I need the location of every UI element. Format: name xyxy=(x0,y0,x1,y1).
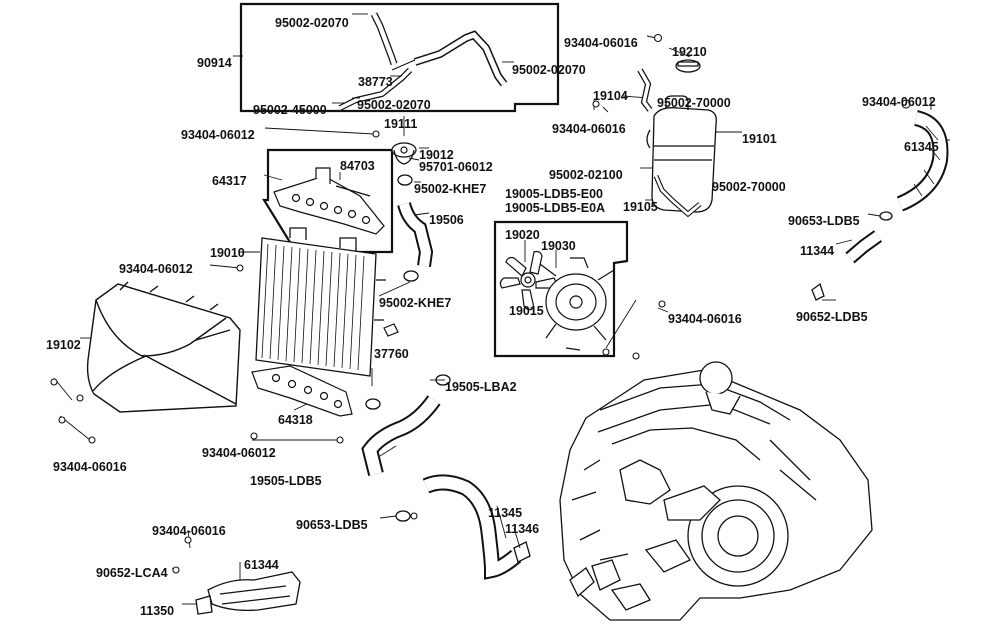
part-number-label[interactable]: 19210 xyxy=(672,45,707,59)
part-number-label[interactable]: 95002-KHE7 xyxy=(414,182,487,196)
engine-hose-11345 xyxy=(422,474,522,580)
part-number-label[interactable]: 19102 xyxy=(46,338,81,352)
part-number-label[interactable]: 38773 xyxy=(358,75,393,89)
part-number-label[interactable]: 95002-70000 xyxy=(657,96,731,110)
part-number-label[interactable]: 19104 xyxy=(593,89,628,103)
fan-motor-frame xyxy=(539,257,615,351)
coolant-reservoir xyxy=(646,95,717,213)
clamp-95002-khe7-upper xyxy=(397,174,413,186)
fan-group-frame xyxy=(493,220,629,358)
part-number-label[interactable]: 61345 xyxy=(904,140,939,154)
part-number-label[interactable]: 93404-06016 xyxy=(552,122,626,136)
air-duct-61345 xyxy=(896,110,949,212)
part-number-label[interactable]: 90653-LDB5 xyxy=(296,518,368,532)
part-number-label[interactable]: 19505-LDB5 xyxy=(250,474,322,488)
radiator xyxy=(255,227,386,377)
part-number-label[interactable]: 90652-LCA4 xyxy=(96,566,168,580)
part-number-label[interactable]: 95002-02100 xyxy=(549,168,623,182)
radiator-hose-19506 xyxy=(397,202,434,267)
part-number-label[interactable]: 19506 xyxy=(429,213,464,227)
hose-kit xyxy=(338,12,508,111)
bracket-11350 xyxy=(195,595,213,615)
part-number-label[interactable]: 19101 xyxy=(742,132,777,146)
air-duct-11344 xyxy=(845,230,883,264)
part-number-label[interactable]: 11350 xyxy=(140,604,175,618)
part-number-label[interactable]: 93404-06016 xyxy=(53,460,127,474)
part-number-label[interactable]: 19015 xyxy=(509,304,544,318)
reservoir-cap xyxy=(675,59,701,73)
air-duct-61344 xyxy=(207,571,301,612)
part-number-label[interactable]: 64318 xyxy=(278,413,313,427)
part-number-label[interactable]: 90653-LDB5 xyxy=(788,214,860,228)
part-number-label[interactable]: 90652-LDB5 xyxy=(796,310,868,324)
part-number-label[interactable]: 95002-45000 xyxy=(253,103,327,117)
part-number-label[interactable]: 61344 xyxy=(244,558,279,572)
clamp-90652-upper xyxy=(811,282,825,301)
part-number-label[interactable]: 19105 xyxy=(623,200,658,214)
part-number-label[interactable]: 93404-06016 xyxy=(152,524,226,538)
part-number-label[interactable]: 19030 xyxy=(541,239,576,253)
fan-shroud xyxy=(86,281,241,413)
part-number-label[interactable]: 95002-70000 xyxy=(712,180,786,194)
clamp-95002-khe7-lower xyxy=(403,270,419,282)
part-number-label[interactable]: 93404-06012 xyxy=(862,95,936,109)
part-number-label[interactable]: 95701-06012 xyxy=(419,160,493,174)
part-number-label[interactable]: 95002-KHE7 xyxy=(379,296,452,310)
part-number-label[interactable]: 19111 xyxy=(384,117,418,131)
part-number-label[interactable]: 95002-02070 xyxy=(512,63,586,77)
part-number-label[interactable]: 93404-06016 xyxy=(668,312,742,326)
thermostat-housing xyxy=(391,142,417,165)
clamp-11346 xyxy=(513,541,531,563)
part-number-label[interactable]: 19005-LDB5-E00 xyxy=(505,187,603,201)
part-number-label[interactable]: 19005-LDB5-E0A xyxy=(505,201,606,215)
part-number-label[interactable]: 93404-06016 xyxy=(564,36,638,50)
part-number-label[interactable]: 11345 xyxy=(488,506,523,520)
part-number-label[interactable]: 19020 xyxy=(505,228,540,242)
lower-bracket xyxy=(251,365,353,417)
upper-bracket xyxy=(273,167,385,235)
clamp-90653-lower xyxy=(395,510,411,522)
cooling-fan xyxy=(499,250,557,311)
part-number-label[interactable]: 37760 xyxy=(374,347,409,361)
screws xyxy=(50,33,911,574)
clamp-90653-upper xyxy=(879,211,893,221)
part-number-label[interactable]: 95002-02070 xyxy=(275,16,349,30)
part-number-label[interactable]: 84703 xyxy=(340,159,375,173)
part-number-label[interactable]: 11344 xyxy=(800,244,835,258)
plug-37760 xyxy=(383,323,399,337)
clamp-19505-lba2 xyxy=(365,374,451,410)
part-number-label[interactable]: 90914 xyxy=(197,56,232,70)
part-number-label[interactable]: 93404-06012 xyxy=(202,446,276,460)
part-number-label[interactable]: 19010 xyxy=(210,246,245,260)
part-number-label[interactable]: 19505-LBA2 xyxy=(445,380,517,394)
part-number-label[interactable]: 11346 xyxy=(505,522,540,536)
part-number-label[interactable]: 19012 xyxy=(419,148,454,162)
hose-kit-group-frame xyxy=(239,2,560,113)
radiator-hose-19505 xyxy=(361,395,441,476)
part-number-label[interactable]: 93404-06012 xyxy=(181,128,255,142)
part-number-label[interactable]: 93404-06012 xyxy=(119,262,193,276)
part-number-label[interactable]: 95002-02070 xyxy=(357,98,431,112)
part-number-label[interactable]: 64317 xyxy=(212,174,247,188)
engine-assembly xyxy=(559,361,873,621)
